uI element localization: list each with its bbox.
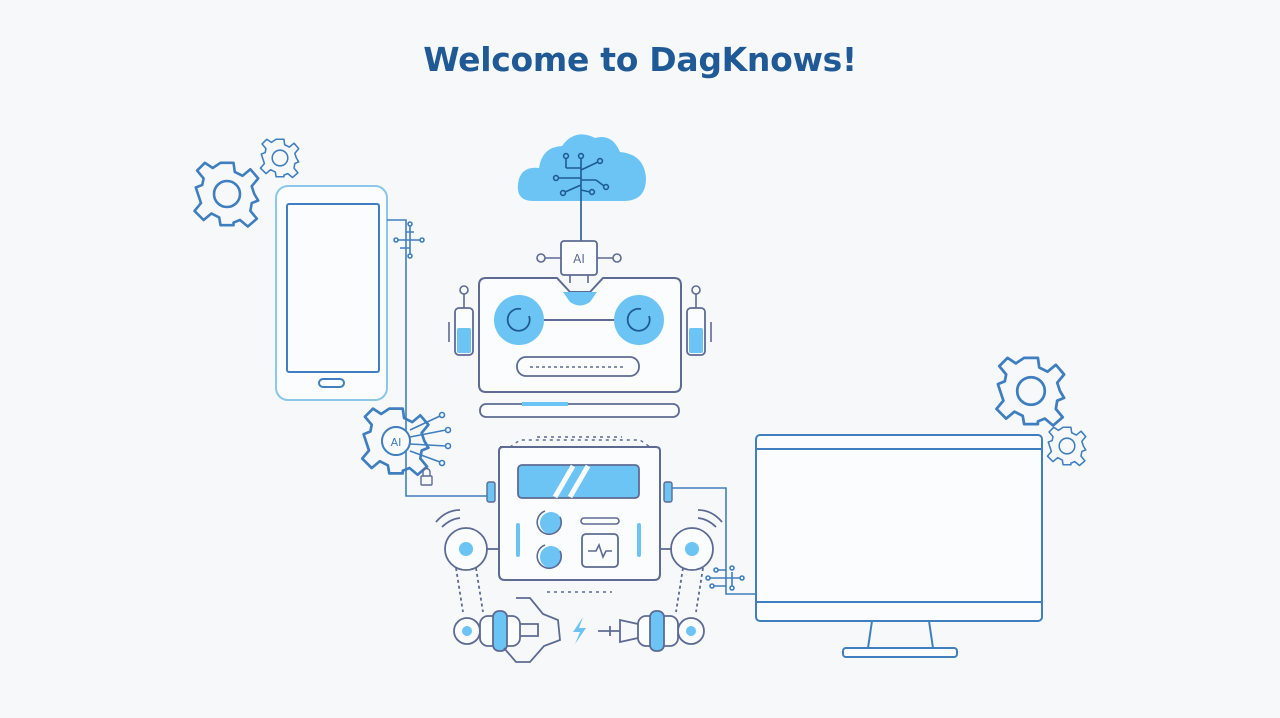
robot-eye-left — [494, 295, 544, 345]
robot-eye-right — [614, 295, 664, 345]
ai-chip-label: AI — [573, 252, 585, 266]
robot-head — [448, 277, 712, 393]
robot-neck — [479, 403, 680, 418]
page-title: Welcome to DagKnows! — [423, 40, 857, 79]
ai-gear-icon: AI — [360, 407, 452, 486]
gear-icon — [1046, 426, 1087, 467]
lightning-icon — [573, 617, 586, 644]
cloud-icon — [517, 134, 646, 201]
robot-arm-right — [598, 509, 723, 652]
monitor-connection-line — [672, 487, 756, 595]
monitor-icon — [755, 434, 1043, 658]
gear-icon — [995, 356, 1066, 427]
ai-gear-label: AI — [391, 436, 402, 449]
ai-chip-icon: AI — [536, 240, 622, 283]
gear-icon — [259, 138, 300, 179]
robot-body — [486, 439, 673, 593]
phone-icon — [275, 185, 388, 401]
phone-connection-line — [387, 219, 492, 497]
gear-icon — [193, 161, 260, 228]
robot-arm-left — [435, 509, 561, 663]
